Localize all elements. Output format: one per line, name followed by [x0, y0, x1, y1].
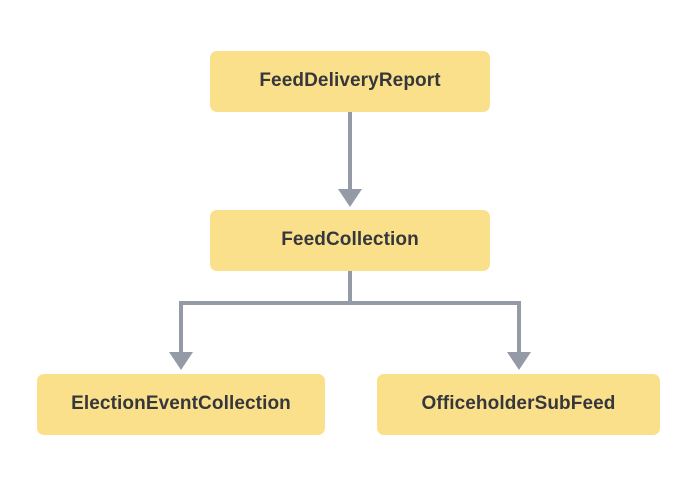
edge-feed-collection-to-election-event-collection [169, 271, 352, 370]
node-officeholder-sub-feed[interactable]: OfficeholderSubFeed [377, 374, 660, 435]
node-label: ElectionEventCollection [71, 393, 291, 415]
edge-feed-delivery-report-to-feed-collection [338, 112, 362, 207]
edge-feed-collection-to-officeholder-sub-feed [348, 271, 531, 370]
node-election-event-collection[interactable]: ElectionEventCollection [37, 374, 325, 435]
node-label: FeedCollection [281, 229, 419, 251]
node-label: OfficeholderSubFeed [421, 393, 616, 415]
arrowhead-triangle-icon [338, 189, 362, 207]
arrowhead-triangle-icon [507, 352, 531, 370]
arrowhead-triangle-icon [169, 352, 193, 370]
node-feed-collection[interactable]: FeedCollection [210, 210, 490, 271]
edge-line [179, 271, 352, 353]
node-label: FeedDeliveryReport [259, 70, 441, 92]
edge-line [348, 271, 521, 353]
node-feed-delivery-report[interactable]: FeedDeliveryReport [210, 51, 490, 112]
